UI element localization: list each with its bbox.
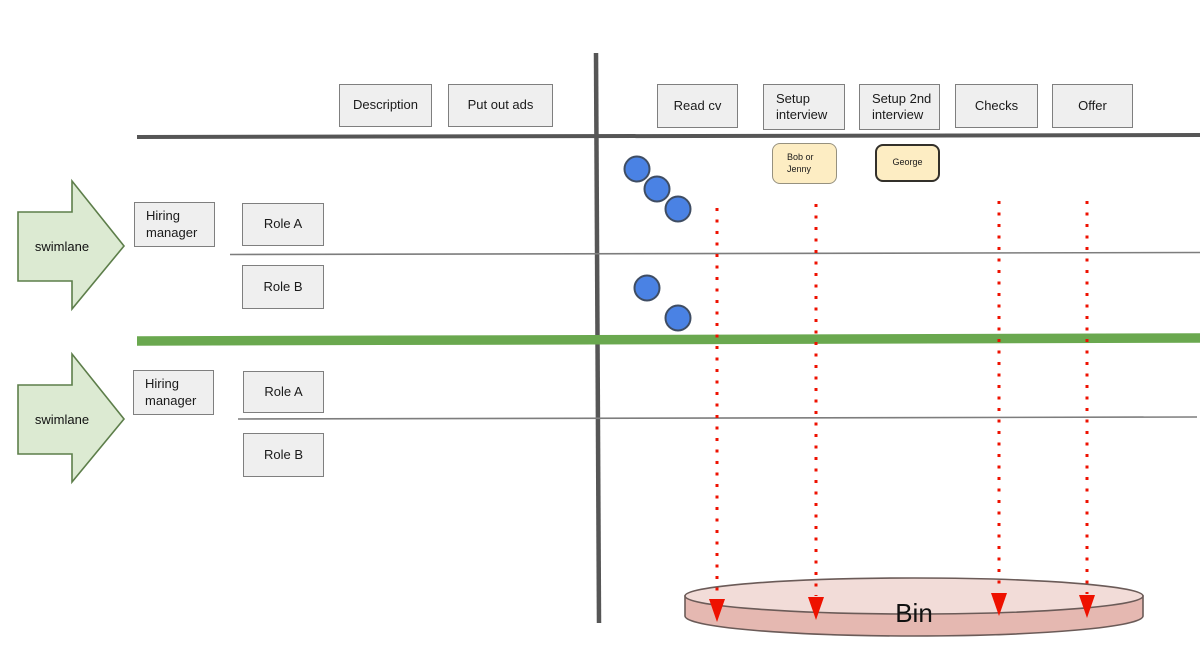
stage-put-out-ads: Put out ads [448, 84, 553, 127]
stage-setup-2nd-interview: Setup 2nd interview [859, 84, 940, 130]
stage-checks: Checks [955, 84, 1038, 128]
candidate-dot [633, 274, 661, 302]
rejection-arrow-head [991, 593, 1007, 616]
swimlane-arrow-2 [17, 351, 126, 485]
rejection-arrow-head [709, 599, 725, 622]
swimlane2-owner-box: Hiring manager [133, 370, 214, 415]
stage-description: Description [339, 84, 432, 127]
candidate-dot [623, 155, 651, 183]
swimlane-arrow-1 [17, 178, 126, 312]
candidate-dot [643, 175, 671, 203]
swimlane2-role-b-box: Role B [243, 433, 324, 477]
candidate-dot [664, 195, 692, 223]
swimlane1-owner-box: Hiring manager [134, 202, 215, 247]
swimlane2-role-a-box: Role A [243, 371, 324, 413]
rejection-arrow-head [808, 597, 824, 620]
swimlane1-role-a-box: Role A [242, 203, 324, 246]
sticky-note-george: George [875, 144, 940, 182]
rejection-arrow-head [1079, 595, 1095, 618]
bin-label: Bin [895, 598, 933, 628]
swimlane1-role-b-box: Role B [242, 265, 324, 309]
lane1-role-divider [229, 251, 1200, 256]
stage-setup-interview: Setup interview [763, 84, 845, 130]
sticky-note-bob-or-jenny: Bob or Jenny [772, 143, 837, 184]
swimlane-separator-green [136, 333, 1200, 346]
swimlane1-label: swimlane [34, 239, 90, 254]
stage-read-cv: Read cv [657, 84, 738, 128]
candidate-dot [664, 304, 692, 332]
bin-cylinder-top [684, 577, 1144, 615]
swimlane2-label: swimlane [34, 412, 90, 427]
stage-offer: Offer [1052, 84, 1133, 128]
process-top-line [136, 133, 1200, 139]
